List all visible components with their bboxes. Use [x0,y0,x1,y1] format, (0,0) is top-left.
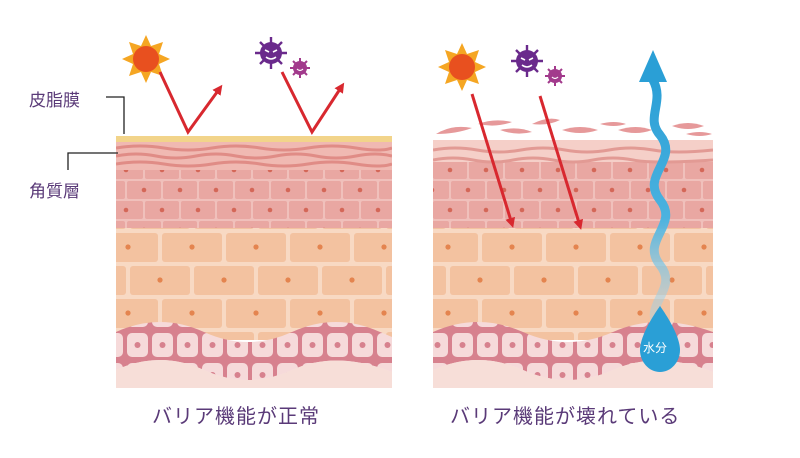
penetrating-germ-arrow [538,95,584,230]
water-drop-icon [640,306,680,372]
sebum-label-pointer [106,96,125,134]
sun-icon [438,43,486,91]
germ-icon [255,37,287,69]
sun-icon [122,35,170,83]
left-skin-panel [116,35,392,388]
penetrating-uv-arrow [470,93,516,228]
germs-right [511,45,584,230]
moisture-arrow-head [639,50,667,82]
germs-left [255,37,345,136]
basal-layer [116,322,392,388]
sebum-membrane [116,136,392,142]
uv-sun-right [438,43,516,228]
corneum-label-pointer [67,152,118,170]
reflected-germ-arrow-left [280,71,345,136]
broken-sebum-flakes [436,118,712,136]
moisture-escape [639,50,680,372]
moisture-wave [648,75,671,335]
sebum-membrane-label: 皮脂膜 [29,91,80,111]
right-skin-panel [433,43,713,388]
moisture-label: 水分 [643,341,668,355]
germ-icon [545,66,565,86]
spinous-layer [116,228,392,340]
uv-sun-left [122,35,223,135]
germ-icon [511,45,543,77]
stratum-corneum-layer [116,142,392,228]
stratum-corneum-layer-damaged [433,140,713,228]
caption-damaged-barrier: バリア機能が壊れている [450,404,681,428]
germ-icon [290,58,310,78]
stratum-corneum-label: 角質層 [29,182,80,202]
caption-normal-barrier: バリア機能が正常 [152,404,320,428]
reflected-uv-arrow-left [158,71,223,135]
